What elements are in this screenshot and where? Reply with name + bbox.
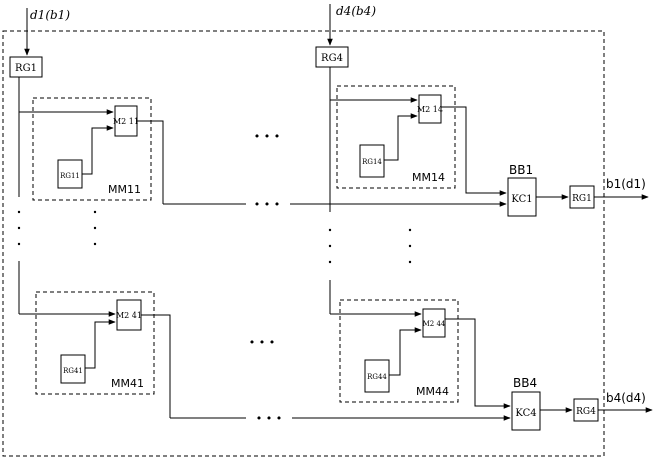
group-mm14-label: MM14	[412, 171, 445, 184]
group-mm41-label: MM41	[111, 377, 144, 390]
register-rg4	[315, 46, 349, 68]
register-rg11-label: RG11	[60, 172, 80, 180]
combiner-kc4-label: KC4	[515, 408, 536, 419]
wire-rg41-to-m2-41	[85, 319, 116, 369]
group-mm44	[339, 299, 459, 403]
combiner-kc1-label: KC1	[511, 194, 532, 205]
register-rg14	[359, 144, 385, 178]
register-rg41	[60, 354, 86, 384]
combiner-kc1	[507, 177, 537, 217]
wire-rg44-to-m2-44	[389, 327, 422, 376]
register-rg44	[364, 359, 390, 393]
group-bb1-label: BB1	[509, 163, 533, 177]
wire-rg11-to-m2-11	[82, 125, 114, 175]
ellipsis-lower-line: • • •	[256, 412, 282, 425]
module-m2-14-label: M2 14	[417, 105, 443, 114]
group-mm11	[32, 97, 152, 201]
register-rg4-output-label: RG4	[576, 407, 596, 417]
ellipsis-upper-columns: • • •	[254, 130, 280, 143]
ellipsis-upper-line: • • •	[254, 198, 280, 211]
register-rg1-label: RG1	[15, 63, 37, 74]
input-label-d1: d1(b1)	[30, 8, 70, 22]
group-mm14	[336, 85, 456, 189]
register-rg14-label: RG14	[362, 158, 382, 166]
bus-right-dots	[328, 228, 412, 264]
system-boundary	[2, 30, 605, 457]
bus-left-dots	[17, 210, 97, 246]
input-label-d4: d4(b4)	[336, 4, 376, 18]
group-mm41	[35, 291, 155, 395]
group-mm44-label: MM44	[416, 385, 449, 398]
wire-rg14-to-m2-14	[384, 113, 418, 161]
module-m2-11-label: M2 11	[113, 117, 139, 126]
ellipsis-lower-columns: • • •	[249, 336, 275, 349]
output-label-b1: b1(d1)	[606, 177, 646, 191]
wire-m2-14-to-kc1	[441, 106, 507, 196]
register-rg1	[9, 56, 43, 78]
group-mm11-label: MM11	[108, 183, 141, 196]
output-label-b4: b4(d4)	[606, 391, 646, 405]
group-bb4-label: BB4	[513, 376, 537, 390]
module-m2-44	[422, 308, 446, 338]
register-rg41-label: RG41	[63, 367, 83, 375]
wire-m2-44-to-kc4	[445, 318, 511, 409]
combiner-kc4	[511, 391, 541, 431]
module-m2-14	[418, 94, 442, 124]
wire-m2-11-out	[137, 120, 164, 204]
register-rg44-label: RG44	[367, 373, 387, 381]
module-m2-44-label: M2 44	[423, 320, 446, 328]
register-rg1-output-label: RG1	[572, 194, 592, 204]
register-rg4-label: RG4	[321, 53, 343, 64]
module-m2-41-label: M2 41	[116, 311, 142, 320]
wire-m2-41-out	[141, 314, 171, 418]
register-rg11	[57, 159, 83, 189]
